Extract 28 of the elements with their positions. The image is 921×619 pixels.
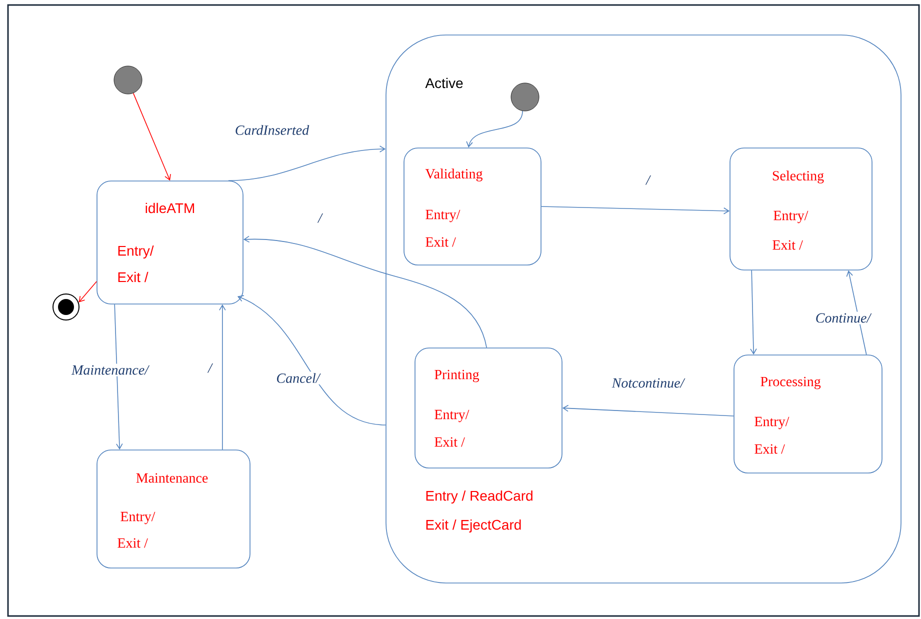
- state-box: Selecting Entry/ Exit /: [730, 148, 872, 270]
- edge-label: Maintenance/: [70, 364, 150, 376]
- arrow: [114, 304, 123, 450]
- state-box: Maintenance Entry/ Exit /: [96, 450, 250, 568]
- arrow: [219, 304, 226, 450]
- arrow: [541, 206, 730, 214]
- edge-label: /: [644, 174, 652, 186]
- edge-label: Cancel/: [274, 372, 322, 384]
- arrow: [237, 295, 386, 426]
- arrow: [750, 270, 757, 355]
- state-box: Processing Entry/ Exit /: [734, 354, 882, 474]
- arrow: [466, 110, 523, 148]
- state-box: Printing Entry/ Exit /: [414, 348, 562, 468]
- state-box: idleATM Entry/ Exit /: [96, 180, 244, 304]
- state-box: Validating Entry/ Exit /: [404, 148, 542, 266]
- final-state: [52, 294, 80, 320]
- edge-label: Continue/: [814, 312, 872, 324]
- arrow: [228, 146, 386, 181]
- arrow: [78, 281, 97, 302]
- initial-state: [114, 66, 142, 94]
- edge-label: Notcontinue/: [610, 376, 686, 390]
- arrow: [562, 404, 734, 416]
- edge-label: /: [206, 362, 214, 374]
- arrow: [132, 92, 171, 181]
- edge-label: /: [316, 212, 324, 224]
- edge-label: CardInserted: [233, 124, 311, 136]
- arrow: [243, 236, 487, 348]
- initial-state: [510, 82, 540, 112]
